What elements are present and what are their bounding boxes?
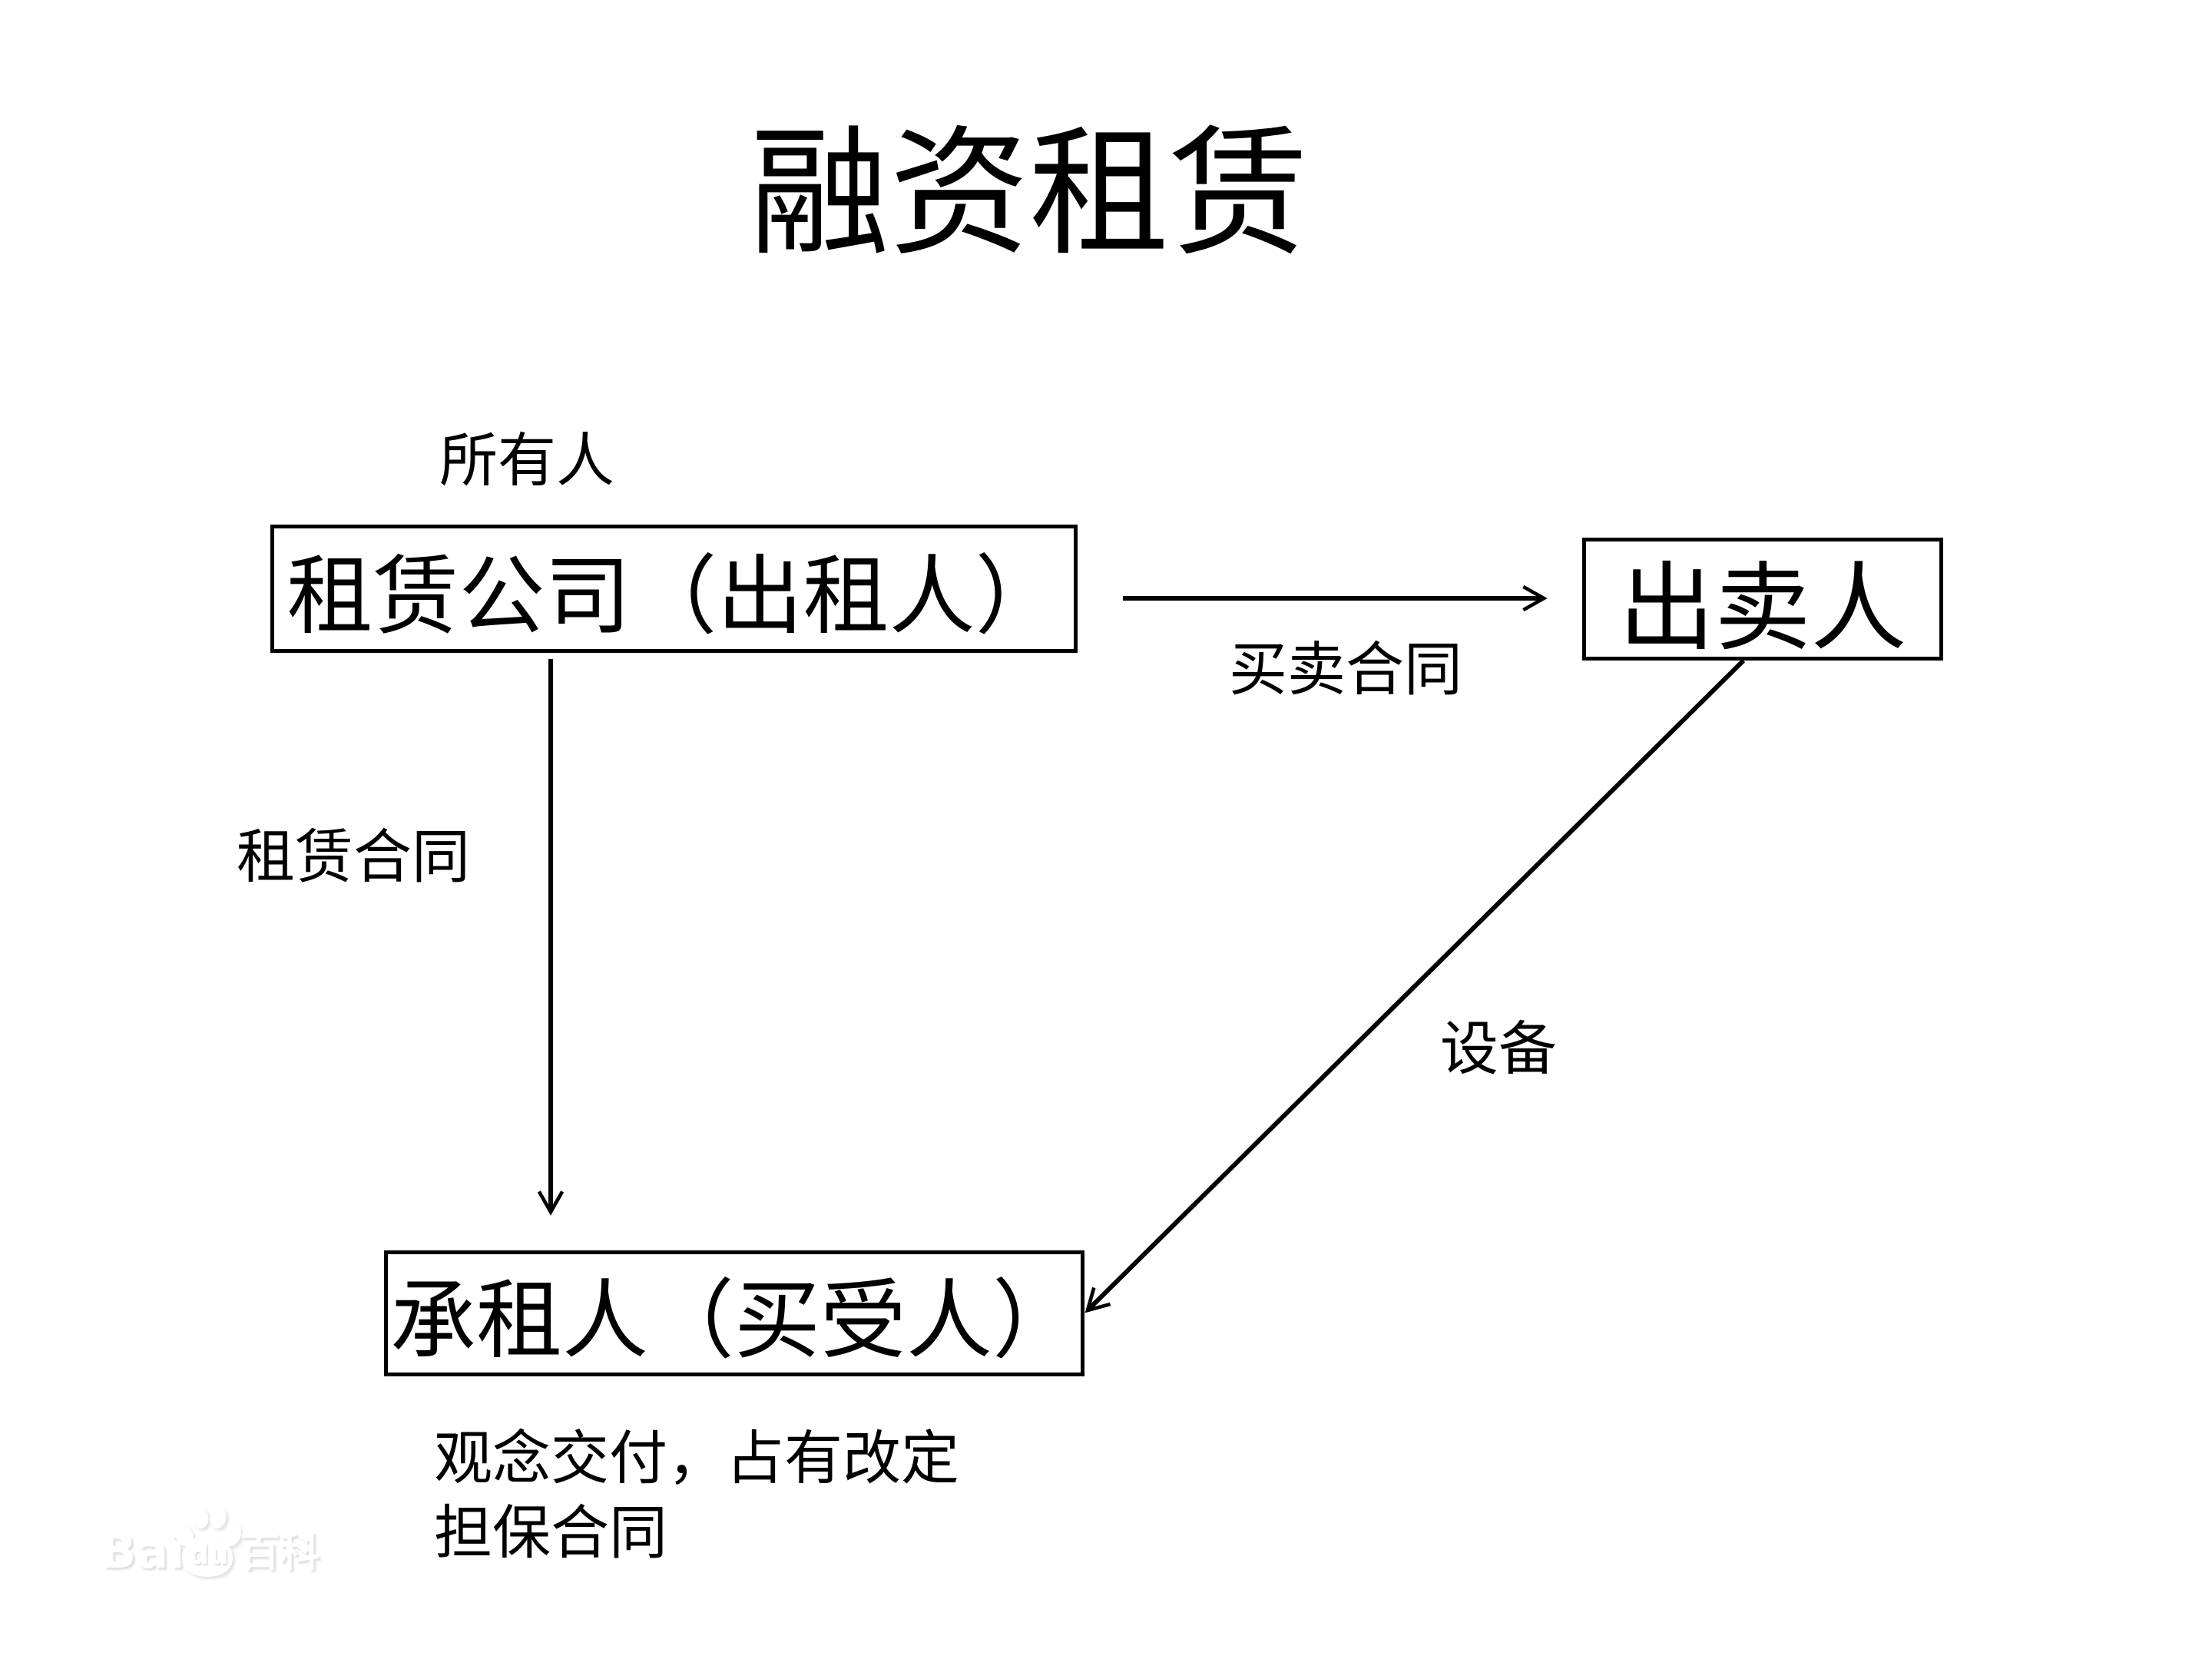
node-lessor-label: 租赁公司（出租人） — [286, 549, 1061, 645]
delivery-note-line1: 观念交付，占有改定 — [434, 1427, 959, 1492]
delivery-note-line2: 担保合同 — [434, 1502, 667, 1566]
watermark-du-text: du — [189, 1539, 229, 1571]
owner-label: 所有人 — [439, 429, 614, 494]
node-seller-label: 出卖人 — [1618, 556, 1907, 663]
sale-contract-label: 买卖合同 — [1229, 638, 1462, 703]
baidu-paw-icon — [175, 1507, 241, 1577]
watermark-cjk-text: 百科 — [240, 1530, 320, 1576]
node-seller-box: 出卖人 — [1582, 538, 1943, 663]
baidu-baike-watermark: Bai du 百科 — [100, 1505, 330, 1582]
watermark-latin-text: Bai — [100, 1523, 185, 1579]
page-title: 融资租赁 — [750, 118, 1309, 273]
equipment-arrow — [1084, 658, 1746, 1313]
node-lessee-box: 承租人（买受人） — [384, 1250, 1084, 1376]
lease-contract-label: 租赁合同 — [237, 826, 470, 890]
node-lessor-box: 租赁公司（出租人） — [270, 525, 1078, 653]
node-lessee-label: 承租人（买受人） — [390, 1274, 1078, 1369]
equipment-label: 设备 — [1440, 1018, 1557, 1082]
